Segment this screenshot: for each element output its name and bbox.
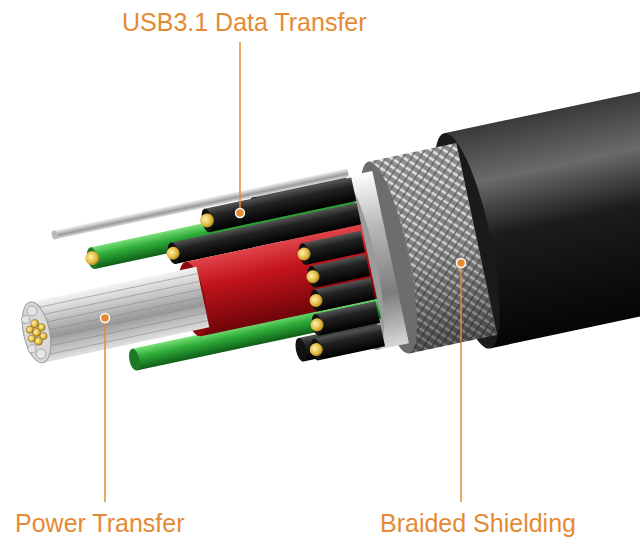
callout-label: USB3.1 Data Transfer bbox=[122, 7, 367, 37]
callout-label: Power Transfer bbox=[15, 508, 185, 538]
leader-lines bbox=[105, 42, 461, 502]
leader-dots bbox=[101, 209, 466, 323]
callout-label: Braided Shielding bbox=[380, 508, 576, 538]
